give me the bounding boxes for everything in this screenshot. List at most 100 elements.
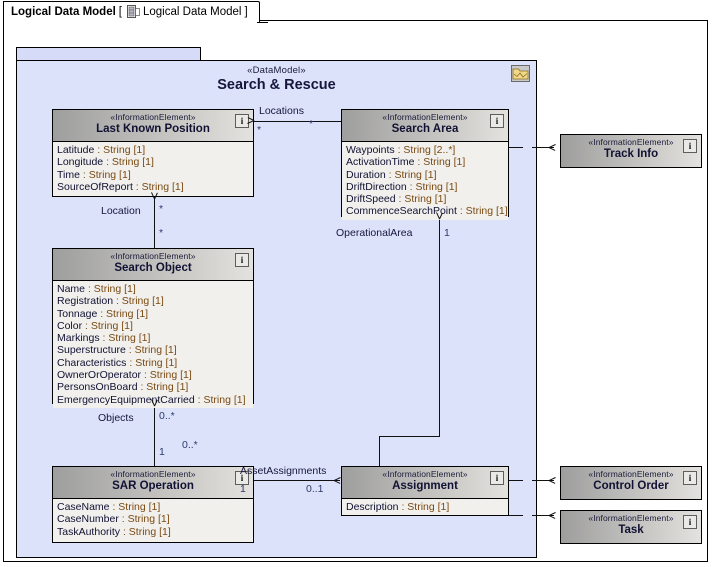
attribute-name: Name (57, 283, 86, 295)
attribute-row: Registration : String [1] (57, 295, 253, 307)
attribute-type: : String [1] (128, 344, 177, 357)
attribute-name: OwnerOrOperator (57, 369, 142, 382)
attribute-type: : String [1] (197, 393, 246, 406)
package-name: Search & Rescue (217, 77, 336, 93)
class-attributes: Waypoints : String [2..*] ActivationTime… (342, 142, 508, 220)
class-header: «InformationElement» Track Info i (561, 135, 701, 167)
data-model-diagram-icon (127, 5, 140, 19)
connector-asset-assignments (254, 480, 340, 481)
connector-operational-area (439, 217, 440, 436)
attribute-row: TaskAuthority : String [1] (57, 526, 253, 538)
connector-control-order-b (532, 480, 554, 481)
class-track-info[interactable]: «InformationElement» Track Info i (560, 134, 702, 168)
class-name: Control Order (593, 480, 669, 492)
attribute-name: DriftDirection (346, 180, 407, 193)
attribute-type: : String [2..*] (397, 144, 456, 156)
attribute-name: Description (346, 501, 399, 513)
attribute-name: Markings (57, 332, 100, 345)
class-name: Last Known Position (96, 123, 210, 135)
attribute-type: : String [1] (135, 180, 184, 193)
association-label-locations: Locations (259, 105, 304, 117)
attribute-row: OwnerOrOperator : String [1] (57, 369, 253, 381)
attribute-type: : String [1] (140, 381, 189, 394)
class-assignment[interactable]: «InformationElement» Assignment i Descri… (341, 466, 509, 516)
connector-operational-area-leg (379, 436, 380, 469)
class-name: Search Object (114, 262, 192, 274)
class-attributes: Name : String [1] Registration : String … (53, 281, 253, 408)
attribute-type: : String [1] (112, 501, 161, 513)
attribute-type: : String [1] (85, 319, 133, 332)
attribute-name: CommenceSearchPoint (346, 205, 457, 218)
attribute-row: ActivationTime : String [1] (346, 156, 508, 168)
class-sar-operation[interactable]: «InformationElement» SAR Operation i Cas… (52, 466, 254, 543)
package-tab (16, 47, 201, 61)
info-icon[interactable]: i (683, 471, 697, 485)
attribute-type: : String [1] (82, 168, 131, 181)
info-icon[interactable]: i (683, 515, 697, 529)
class-control-order[interactable]: «InformationElement» Control Order i (560, 466, 702, 500)
attribute-row: Latitude : String [1] (57, 144, 253, 156)
class-name: Track Info (603, 148, 659, 160)
class-attributes: CaseName : String [1] CaseNumber : Strin… (53, 499, 253, 540)
attribute-row: CommenceSearchPoint : String [1] (346, 205, 508, 217)
info-icon[interactable]: i (235, 114, 249, 128)
attribute-row: CaseNumber : String [1] (57, 513, 253, 525)
attribute-name: DriftSpeed (346, 193, 396, 206)
diagram-title-tab[interactable]: Logical Data Model [ Logical Data Model … (3, 1, 268, 23)
connector-task-a (509, 515, 523, 516)
class-search-area[interactable]: «InformationElement» Search Area i Waypo… (341, 109, 509, 220)
attribute-type: : String [1] (398, 193, 447, 206)
attribute-type: : String [1] (121, 513, 170, 526)
class-header: «InformationElement» Task i (561, 511, 701, 543)
info-icon[interactable]: i (490, 114, 504, 128)
class-search-object[interactable]: «InformationElement» Search Object i Nam… (52, 248, 254, 408)
attribute-name: Latitude (57, 144, 95, 156)
attribute-type: : String [1] (115, 295, 164, 308)
class-stereotype: «InformationElement» (588, 469, 674, 479)
attribute-row: Markings : String [1] (57, 332, 253, 344)
multiplicity-operational-area: 1 (444, 227, 450, 239)
attribute-type: : String [1] (459, 205, 508, 218)
attribute-row: Description : String [1] (346, 501, 508, 513)
connector-task-b (532, 515, 554, 516)
attribute-row: Characteristics : String [1] (57, 357, 253, 369)
class-stereotype: «InformationElement» (110, 469, 196, 479)
class-stereotype: «InformationElement» (110, 251, 196, 261)
association-label-objects: Objects (98, 412, 134, 424)
package-diagram-icon[interactable] (511, 65, 530, 82)
attribute-name: Registration (57, 295, 114, 308)
class-last-known-position[interactable]: «InformationElement» Last Known Position… (52, 109, 254, 197)
class-name: Search Area (391, 123, 459, 135)
multiplicity-location-target: * (159, 227, 164, 239)
attribute-name: Waypoints (346, 144, 395, 156)
attribute-name: EmergencyEquipmentCarried (57, 393, 195, 406)
attribute-name: Color (57, 319, 83, 332)
attribute-row: Name : String [1] (57, 283, 253, 295)
connector-locations (254, 121, 341, 122)
class-header: «InformationElement» Control Order i (561, 467, 701, 499)
class-header: «InformationElement» SAR Operation i (53, 467, 253, 499)
attribute-row: Waypoints : String [2..*] (346, 144, 508, 156)
multiplicity-location-source: * (159, 203, 164, 215)
connector-control-order-a (509, 480, 523, 481)
info-icon[interactable]: i (490, 471, 504, 485)
attribute-row: DriftDirection : String [1] (346, 181, 508, 193)
attribute-type: : String [1] (129, 356, 178, 369)
attribute-row: CaseName : String [1] (57, 501, 253, 513)
class-task[interactable]: «InformationElement» Task i (560, 510, 702, 544)
info-icon[interactable]: i (683, 139, 697, 153)
info-icon[interactable]: i (235, 253, 249, 267)
class-stereotype: «InformationElement» (382, 469, 468, 479)
attribute-type: : String [1] (401, 501, 450, 513)
bracket-close: ] (244, 6, 248, 18)
attribute-type: : String [1] (87, 283, 136, 295)
multiplicity-objects-target: 1 (159, 446, 165, 458)
diagram-canvas[interactable]: «DataModel» Search & Rescue Locations * … (3, 20, 708, 562)
class-header: «InformationElement» Last Known Position… (53, 110, 253, 142)
attribute-row: Tonnage : String [1] (57, 308, 253, 320)
attribute-name: SourceOfReport (57, 180, 133, 193)
class-attributes: Latitude : String [1] Longitude : String… (53, 142, 253, 196)
info-icon[interactable]: i (235, 471, 249, 485)
attribute-name: PersonsOnBoard (57, 381, 138, 394)
attribute-type: : String [1] (102, 332, 151, 345)
